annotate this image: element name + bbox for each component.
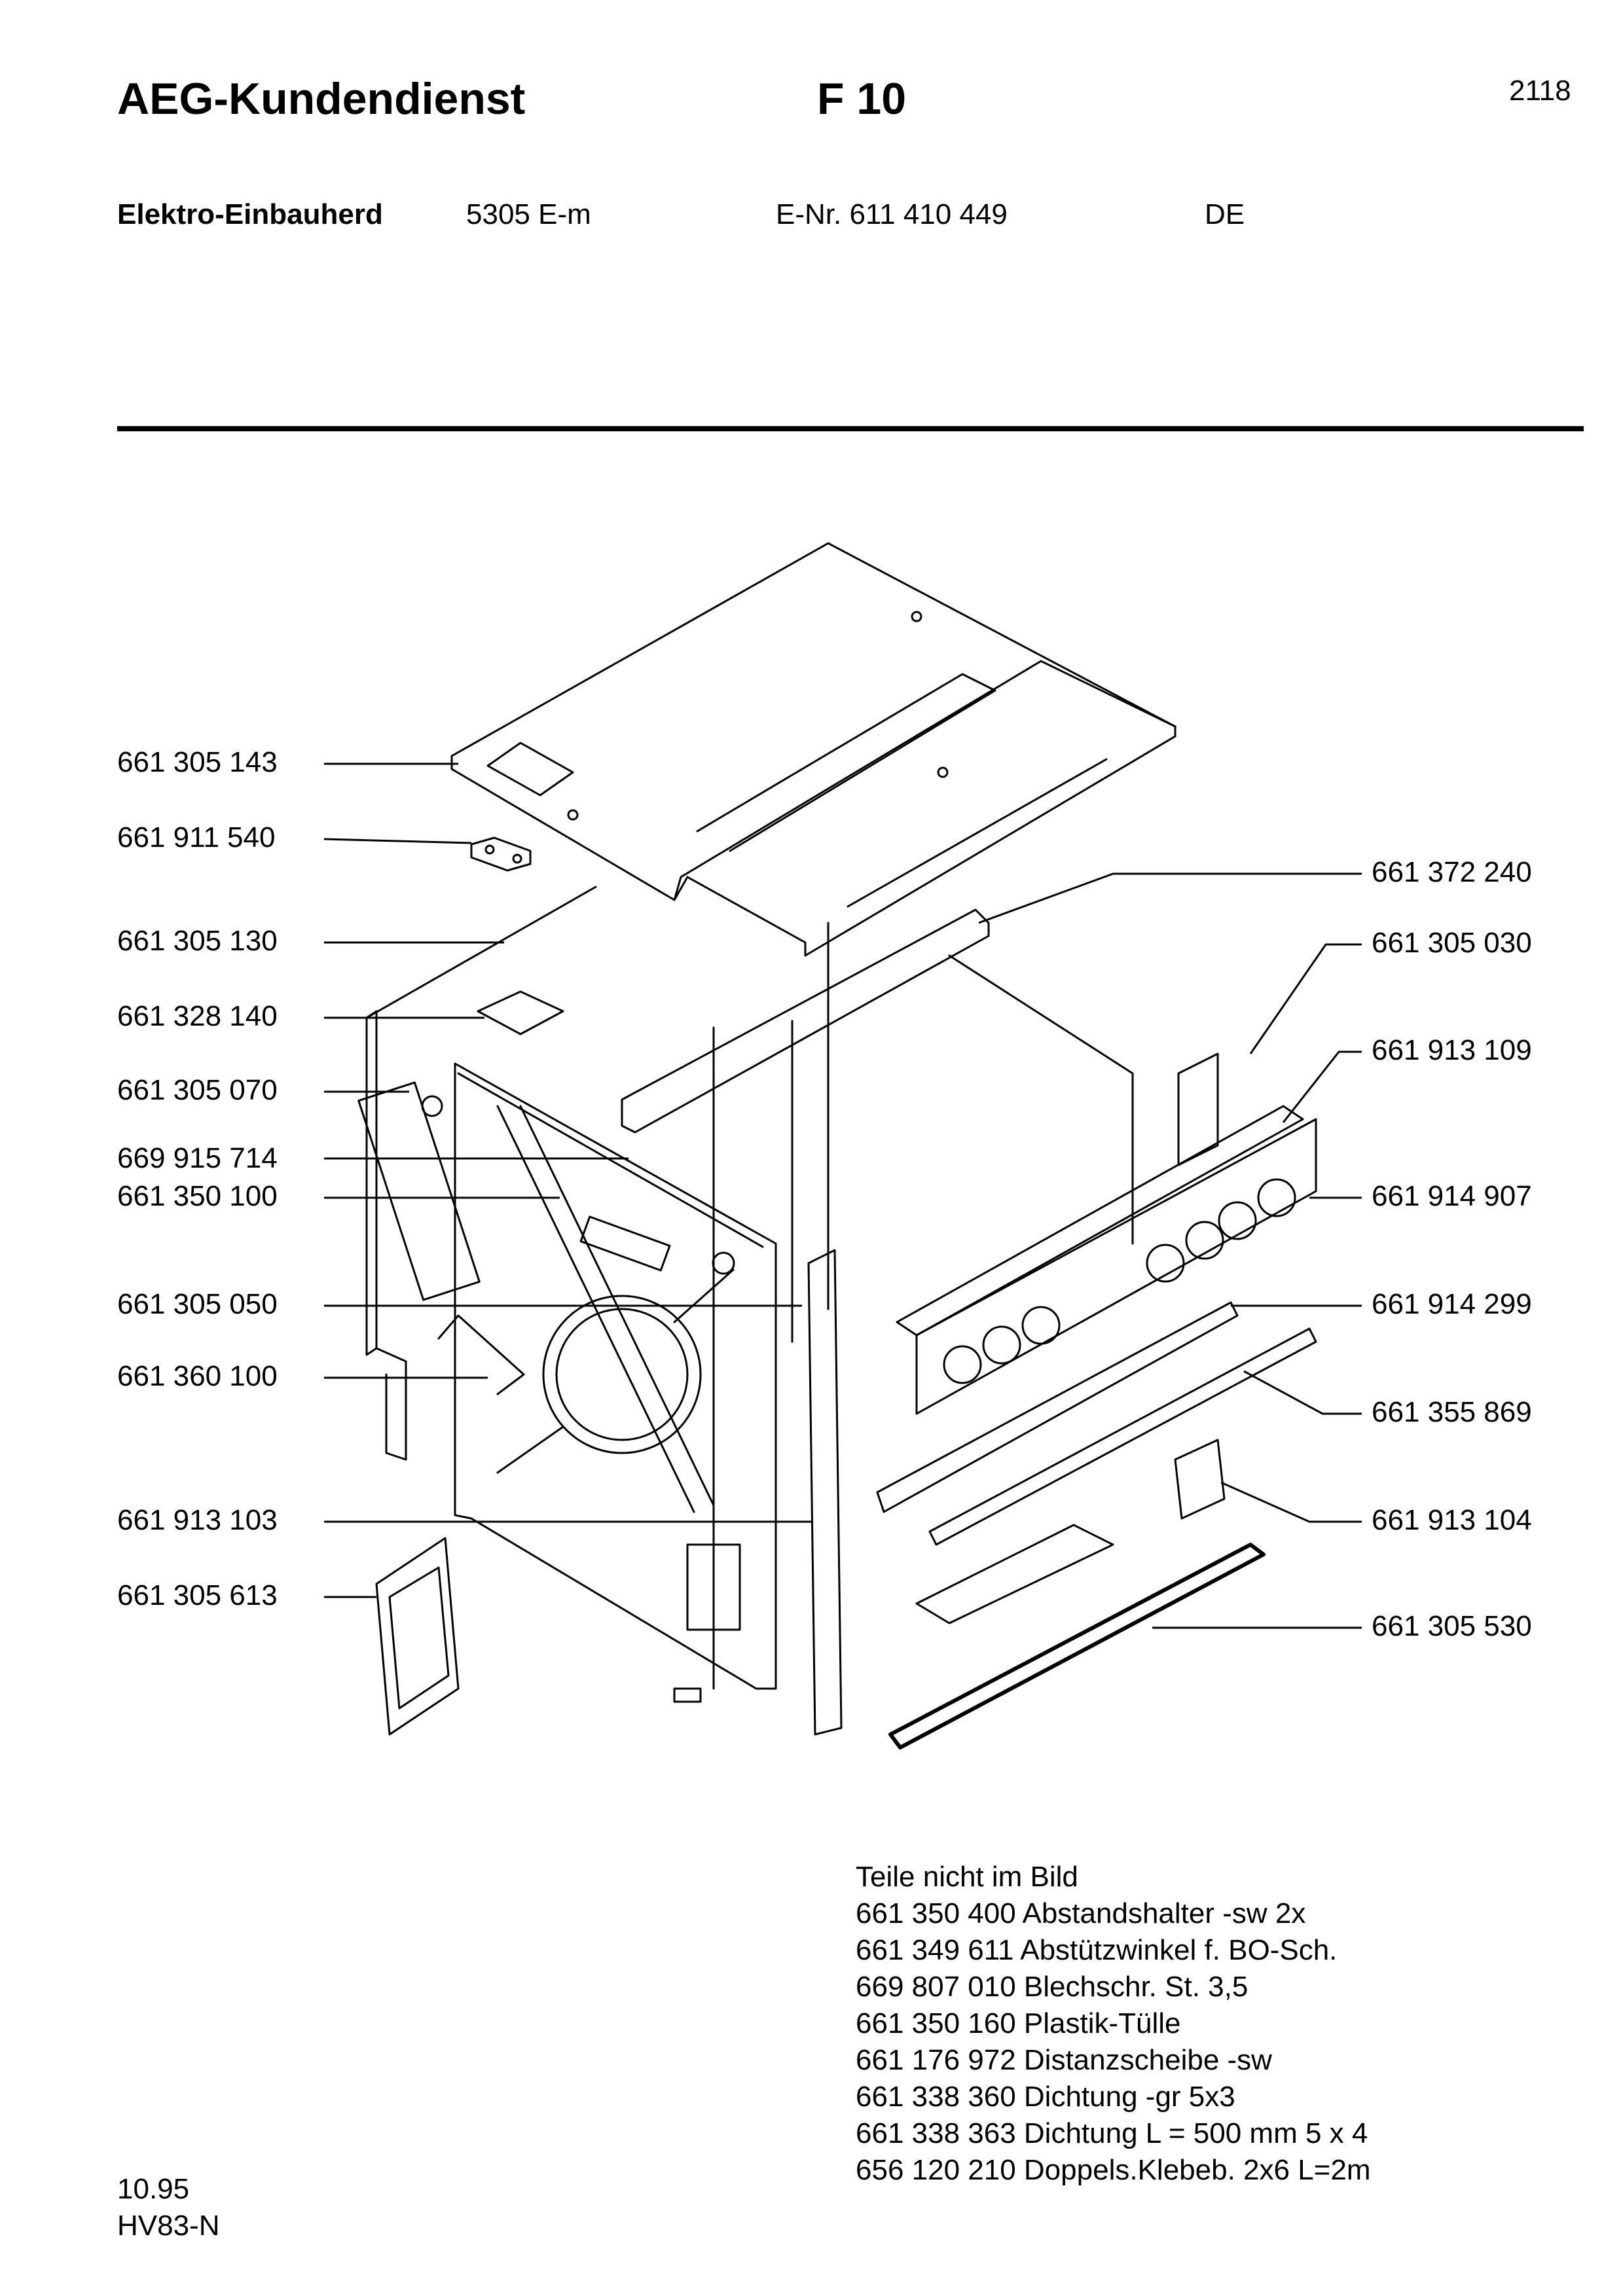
product-name: Elektro-Einbauherd: [117, 198, 383, 230]
part-number-right-8: 661 305 530: [1372, 1610, 1532, 1642]
insert-661305613-drawing: [376, 1538, 458, 1734]
part-number-left-5: 661 305 070: [117, 1074, 278, 1106]
country-code: DE: [1205, 198, 1245, 230]
part-number-left-4: 661 328 140: [117, 1000, 278, 1032]
part-number-left-7: 661 350 100: [117, 1180, 278, 1212]
part-number-right-1: 661 372 240: [1372, 856, 1532, 888]
part-number-left-9: 661 360 100: [117, 1360, 278, 1392]
side-wall-left-drawing: [359, 887, 596, 1460]
not-shown-item: 669 807 010 Blechschr. St. 3,5: [856, 1971, 1249, 2003]
page-number: 2118: [1509, 75, 1571, 107]
not-shown-item: 661 350 160 Plastik-Tülle: [856, 2007, 1181, 2039]
footer-date: 10.95: [117, 2173, 190, 2205]
not-shown-item: 656 120 210 Doppels.Klebeb. 2x6 L=2m: [856, 2154, 1371, 2186]
model-number: 5305 E-m: [466, 198, 591, 230]
part-number-right-7: 661 913 104: [1372, 1504, 1532, 1536]
clip-661911540-drawing: [471, 838, 530, 870]
part-number-left-11: 661 305 613: [117, 1579, 278, 1611]
part-number-right-5: 661 914 299: [1372, 1288, 1532, 1320]
footer-ref: HV83-N: [117, 2210, 220, 2242]
top-cover-drawing: [452, 543, 1175, 956]
not-shown-heading: Teile nicht im Bild: [856, 1861, 1078, 1893]
not-shown-item: 661 349 611 Abstützwinkel f. BO-Sch.: [856, 1934, 1338, 1966]
document-code: F 10: [817, 74, 907, 124]
part-number-right-4: 661 914 907: [1372, 1180, 1532, 1212]
bottom-plate-drawing: [917, 1525, 1113, 1623]
strip-661913104-drawing: [1175, 1440, 1224, 1518]
bracket-661914299-drawing: [877, 1302, 1237, 1512]
not-shown-item: 661 338 363 Dichtung L = 500 mm 5 x 4: [856, 2117, 1368, 2149]
not-shown-item: 661 176 972 Distanzscheibe -sw: [856, 2044, 1272, 2076]
not-shown-item: 661 350 400 Abstandshalter -sw 2x: [856, 1897, 1306, 1929]
header-rule: [117, 426, 1584, 431]
bracket-661355869-drawing: [930, 1329, 1316, 1545]
part-number-left-8: 661 305 050: [117, 1288, 278, 1320]
seal-661305530-drawing: [890, 1545, 1264, 1748]
not-shown-item: 661 338 360 Dichtung -gr 5x3: [856, 2081, 1235, 2113]
part-number-left-3: 661 305 130: [117, 925, 278, 957]
e-number: E-Nr. 611 410 449: [776, 198, 1008, 230]
part-number-left-10: 661 913 103: [117, 1504, 278, 1536]
wire-clip-661360100-drawing: [439, 1316, 524, 1394]
control-panel-drawing: [897, 1106, 1316, 1414]
frame-right-drawing: [714, 923, 1133, 1734]
part-number-right-6: 661 355 869: [1372, 1396, 1532, 1428]
part-number-left-1: 661 305 143: [117, 746, 278, 778]
part-number-right-2: 661 305 030: [1372, 927, 1532, 959]
back-wall-drawing: [422, 1064, 776, 1689]
part-number-right-3: 661 913 109: [1372, 1034, 1532, 1066]
strip-661913109-drawing: [1178, 1054, 1218, 1165]
part-number-left-6: 669 915 714: [117, 1142, 278, 1174]
tag-drawing: [674, 1689, 701, 1702]
not-shown-list: Teile nicht im Bild 661 350 400 Abstands…: [856, 1859, 1370, 2189]
part-number-left-2: 661 911 540: [117, 821, 276, 853]
rail-661372240-drawing: [622, 910, 989, 1132]
page-title: AEG-Kundendienst: [117, 74, 526, 124]
square-tube-drawing: [478, 992, 563, 1034]
